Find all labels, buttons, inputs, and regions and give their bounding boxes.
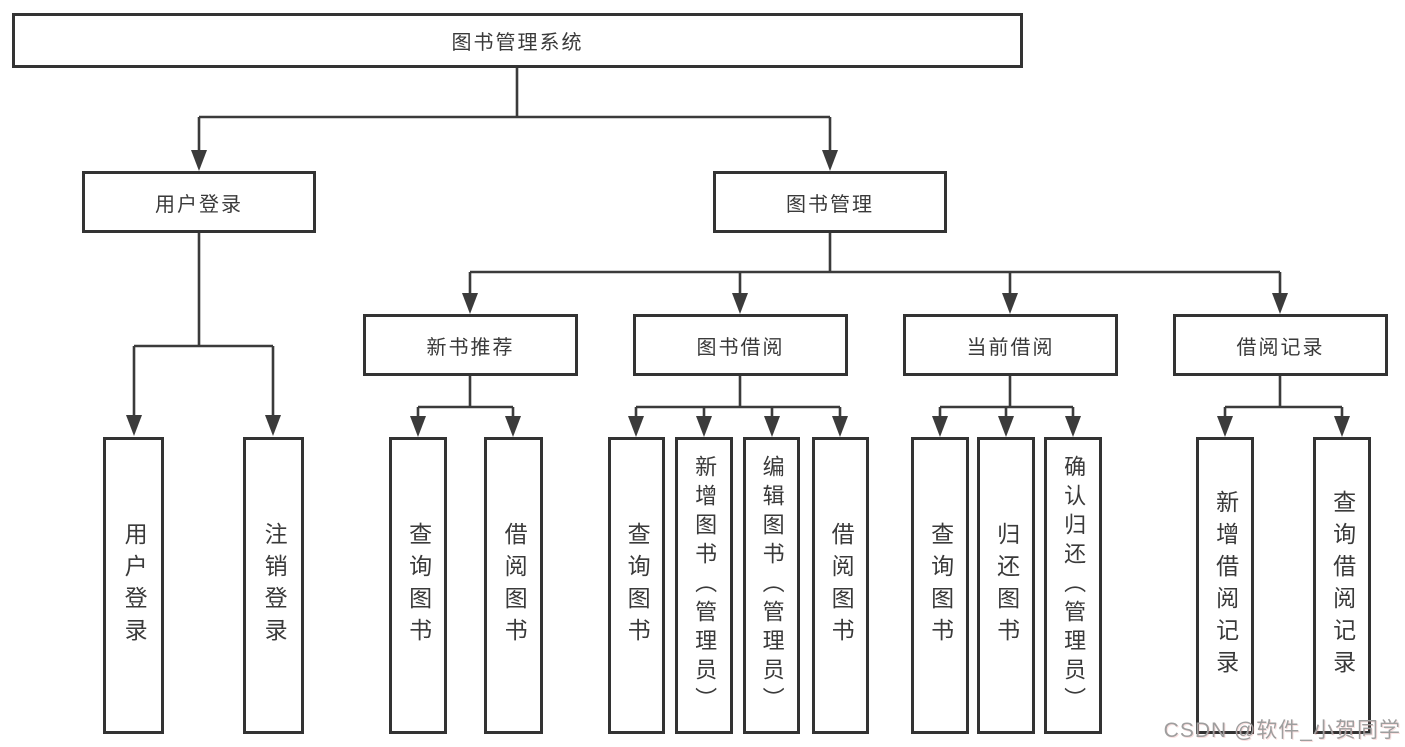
node-label: 用户登录 <box>121 521 148 650</box>
node-label: 借阅记录 <box>1236 336 1325 359</box>
node-label: 新增图书（管理员） <box>692 455 718 716</box>
leaf-user-login: 用户登录 <box>103 437 164 734</box>
node-user-login: 用户登录 <box>82 171 316 233</box>
arrow-icon <box>265 415 281 436</box>
arrow-icon <box>832 416 848 437</box>
node-borrowing-records: 借阅记录 <box>1173 314 1388 376</box>
node-label: 新增借阅记录 <box>1212 489 1239 682</box>
arrow-icon <box>1217 416 1233 437</box>
node-label: 图书借阅 <box>696 336 785 359</box>
node-label: 编辑图书（管理员） <box>759 455 785 716</box>
leaf-add-books-admin: 新增图书（管理员） <box>675 437 733 734</box>
node-book-borrowing: 图书借阅 <box>633 314 848 376</box>
node-label: 当前借阅 <box>966 336 1055 359</box>
arrow-icon <box>732 293 748 314</box>
csdn-watermark: CSDN @软件_小贺同学 <box>1163 719 1401 742</box>
node-label: 查询借阅记录 <box>1329 489 1356 682</box>
arrow-icon <box>822 150 838 171</box>
node-current-borrowing: 当前借阅 <box>903 314 1118 376</box>
leaf-borrow-books-recommend: 借阅图书 <box>484 437 543 734</box>
arrowheads <box>126 150 1350 437</box>
arrow-icon <box>764 416 780 437</box>
node-label: 借阅图书 <box>828 521 855 650</box>
node-book-management: 图书管理 <box>713 171 947 233</box>
arrow-icon <box>1065 416 1081 437</box>
leaf-borrow-books: 借阅图书 <box>812 437 869 734</box>
arrow-icon <box>932 416 948 437</box>
node-label: 用户登录 <box>155 193 243 216</box>
arrow-icon <box>410 416 426 437</box>
node-label: 确认归还（管理员） <box>1061 455 1087 716</box>
arrow-icon <box>1334 416 1350 437</box>
arrow-icon <box>505 416 521 437</box>
node-root-system: 图书管理系统 <box>12 13 1023 68</box>
leaf-query-books-recommend: 查询图书 <box>389 437 447 734</box>
node-label: 归还图书 <box>993 521 1020 650</box>
arrow-icon <box>1002 293 1018 314</box>
arrow-icon <box>696 416 712 437</box>
node-label: 查询图书 <box>405 521 432 650</box>
arrow-icon <box>628 416 644 437</box>
node-label: 图书管理 <box>786 193 874 216</box>
leaf-logout: 注销登录 <box>243 437 304 734</box>
node-label: 图书管理系统 <box>451 32 584 54</box>
node-label: 查询图书 <box>624 521 651 650</box>
leaf-add-borrow-record: 新增借阅记录 <box>1196 437 1254 734</box>
node-label: 新书推荐 <box>426 336 515 359</box>
arrow-icon <box>998 416 1014 437</box>
node-new-book-recommend: 新书推荐 <box>363 314 578 376</box>
leaf-query-borrow-record: 查询借阅记录 <box>1313 437 1371 734</box>
leaf-confirm-return-admin: 确认归还（管理员） <box>1044 437 1102 734</box>
arrow-icon <box>462 293 478 314</box>
leaf-edit-books-admin: 编辑图书（管理员） <box>743 437 800 734</box>
leaf-query-books-current: 查询图书 <box>911 437 969 734</box>
arrow-icon <box>1272 293 1288 314</box>
connector-path <box>132 68 1344 419</box>
node-label: 查询图书 <box>927 521 954 650</box>
arrow-icon <box>126 415 142 436</box>
leaf-return-books: 归还图书 <box>977 437 1035 734</box>
arrow-icon <box>191 150 207 171</box>
leaf-query-books-borrowing: 查询图书 <box>608 437 665 734</box>
node-label: 借阅图书 <box>501 521 528 650</box>
node-label: 注销登录 <box>261 521 288 650</box>
